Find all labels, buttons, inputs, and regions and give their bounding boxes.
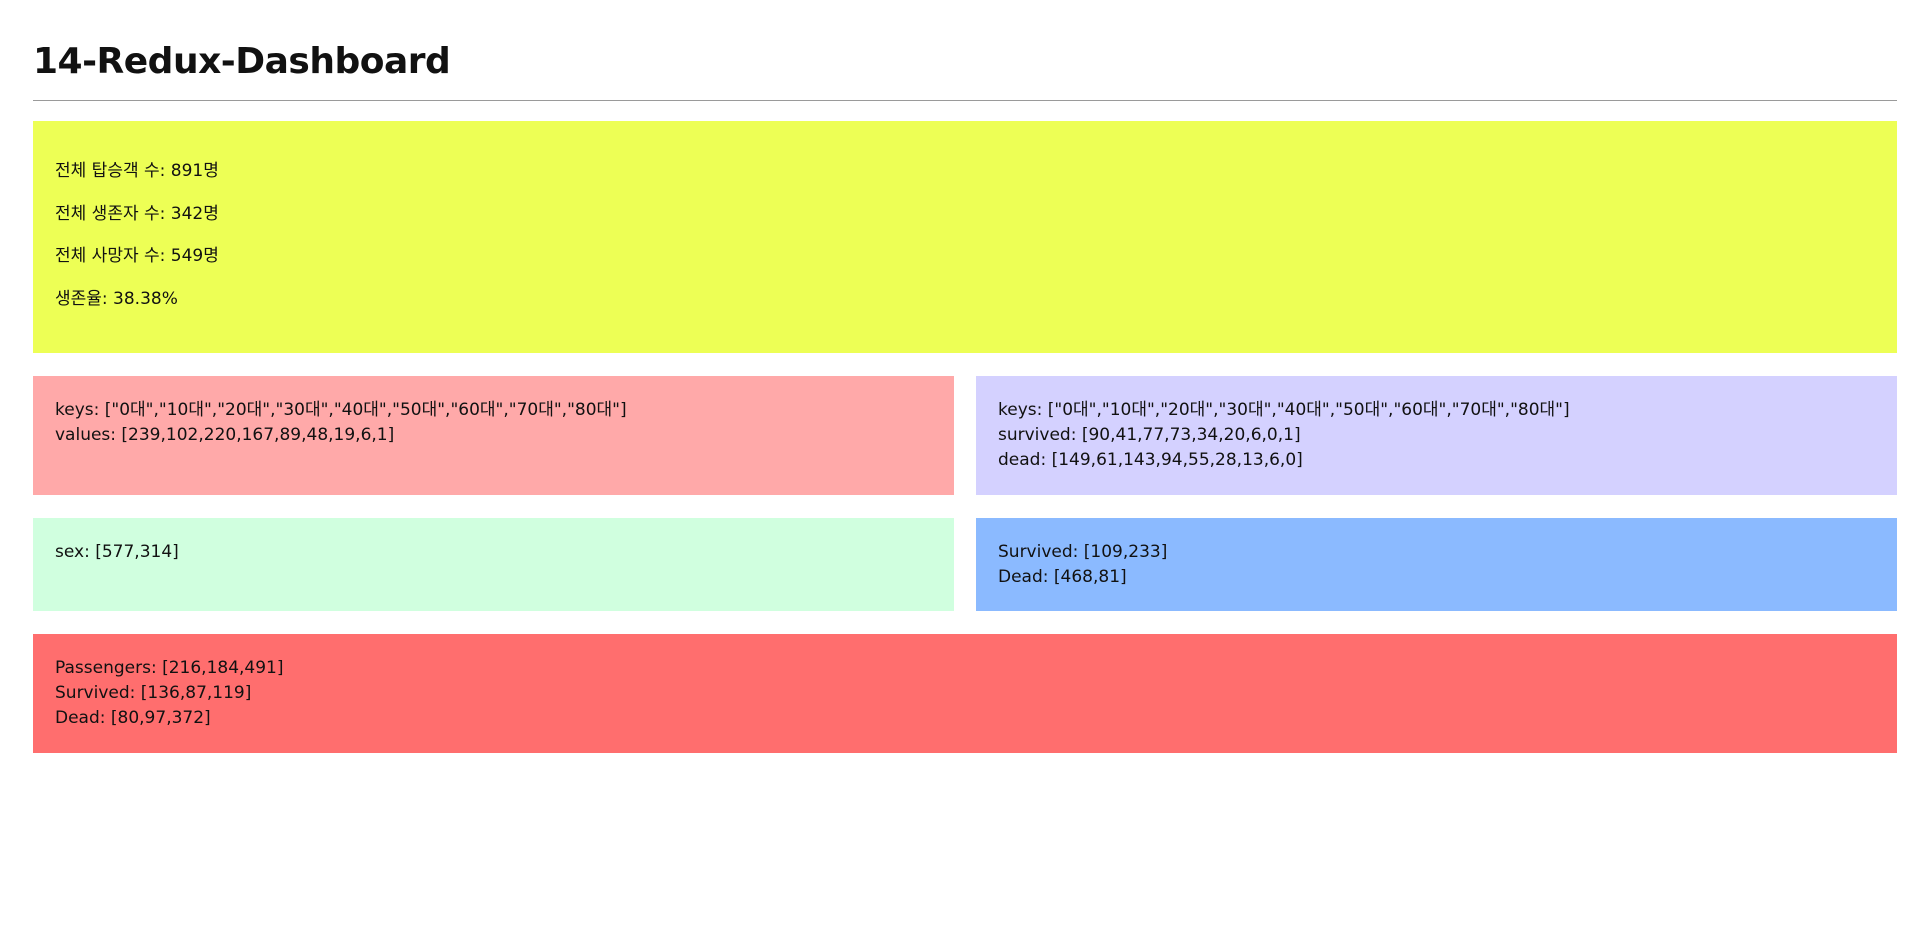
title-divider [33, 100, 1897, 101]
age-survival-panel: keys: ["0대","10대","20대","30대","40대","50대… [976, 376, 1897, 495]
age-values-text: values: [239,102,220,167,89,48,19,6,1] [55, 425, 395, 445]
sex-survival-panel: Survived: [109,233] Dead: [468,81] [976, 518, 1897, 611]
class-survived-text: Survived: [136,87,119] [55, 683, 252, 703]
class-dead-text: Dead: [80,97,372] [55, 708, 211, 728]
survival-rate-text: 생존율: 38.38% [55, 288, 178, 309]
sex-survived-text: Survived: [109,233] [998, 542, 1168, 562]
age-dead-text: dead: [149,61,143,94,55,28,13,6,0] [998, 450, 1303, 470]
class-passengers-text: Passengers: [216,184,491] [55, 658, 284, 678]
age-survived-text: survived: [90,41,77,73,34,20,6,0,1] [998, 425, 1301, 445]
age-survival-keys-text: keys: ["0대","10대","20대","30대","40대","50대… [998, 400, 1570, 420]
sex-values-text: sex: [577,314] [55, 542, 179, 562]
age-distribution-panel: keys: ["0대","10대","20대","30대","40대","50대… [33, 376, 954, 495]
age-keys-text: keys: ["0대","10대","20대","30대","40대","50대… [55, 400, 627, 420]
total-dead-text: 전체 사망자 수: 549명 [55, 246, 219, 266]
sex-dead-text: Dead: [468,81] [998, 567, 1127, 587]
summary-panel: 전체 탑승객 수: 891명 전체 생존자 수: 342명 전체 사망자 수: … [33, 121, 1897, 353]
class-stats-panel: Passengers: [216,184,491] Survived: [136… [33, 634, 1897, 753]
total-passengers-text: 전체 탑승객 수: 891명 [55, 161, 219, 181]
total-survived-text: 전체 생존자 수: 342명 [55, 203, 219, 224]
sex-distribution-panel: sex: [577,314] [33, 518, 954, 611]
page-title: 14-Redux-Dashboard [33, 41, 451, 82]
